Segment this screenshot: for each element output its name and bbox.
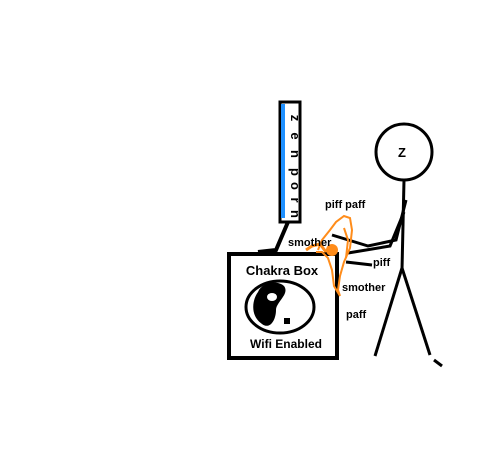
sfx-paff: paff	[346, 309, 367, 321]
monitor-letter-z: z	[288, 115, 303, 122]
stick-figure: Z	[331, 122, 443, 368]
foot-right	[433, 358, 443, 368]
leg-right	[400, 267, 432, 356]
torso	[400, 179, 406, 271]
orange-scribble	[305, 214, 354, 297]
monitor-letter-n2: n	[288, 210, 303, 218]
chakra-box: Chakra Box Wifi Enabled	[227, 252, 339, 360]
monitor: z e n p o r n	[257, 100, 303, 254]
box-subtitle: Wifi Enabled	[250, 337, 322, 351]
hand-line	[345, 260, 373, 267]
monitor-letter-e: e	[288, 132, 303, 139]
arm-lower	[347, 211, 406, 255]
monitor-letter-n: n	[288, 150, 303, 158]
sfx-smother-left: smother	[288, 237, 332, 249]
sfx-smother-right: smother	[342, 282, 386, 294]
monitor-letter-p: p	[288, 168, 303, 176]
box-title: Chakra Box	[246, 263, 319, 278]
yin-yang-icon	[244, 279, 316, 335]
head-label: Z	[398, 145, 406, 160]
monitor-stand	[257, 221, 290, 254]
sfx-piff: piff	[373, 257, 390, 269]
monitor-letter-r: r	[288, 197, 303, 202]
monitor-letter-o: o	[288, 182, 303, 190]
sfx-piff-paff: piff paff	[325, 199, 366, 211]
leg-left	[373, 267, 404, 357]
